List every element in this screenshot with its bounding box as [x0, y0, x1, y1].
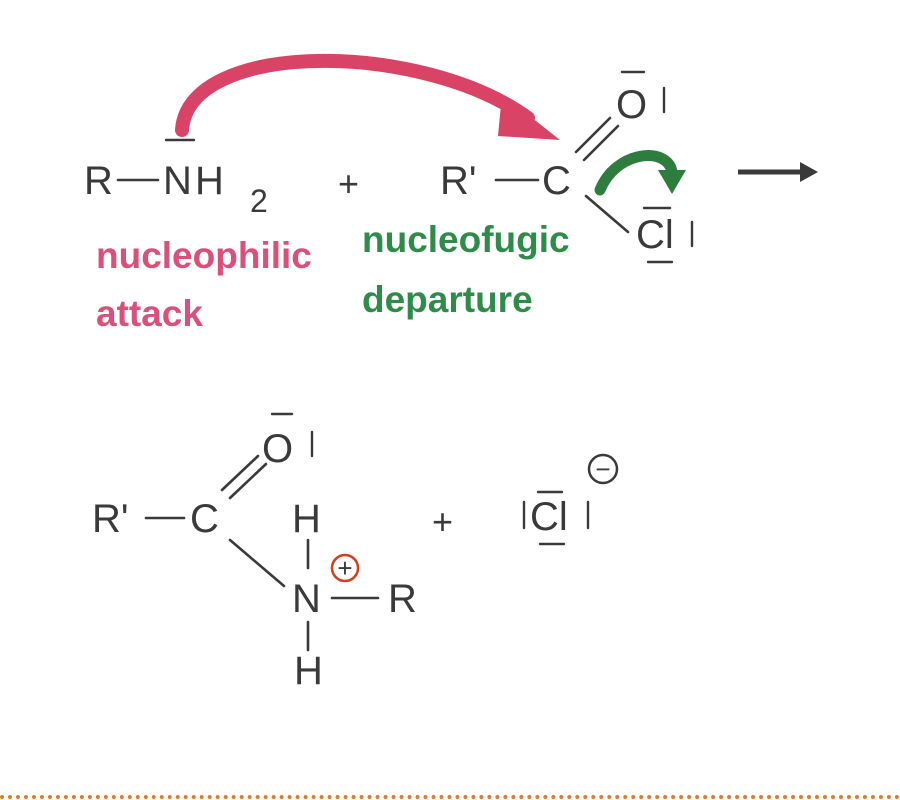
- acyl-c-atom: C: [542, 159, 571, 203]
- intermediate-n-atom: N: [292, 577, 321, 621]
- chloride-ion: Cl −: [522, 453, 619, 546]
- nucleophilic-attack-arrow: [175, 54, 560, 140]
- intermediate-r-prime-atom: R': [92, 497, 129, 541]
- dotted-separator: [0, 795, 900, 799]
- acyl-o-atom: O: [616, 83, 647, 127]
- intermediate-co-bond-1: [220, 454, 260, 492]
- acyl-cl-atom: Cl: [636, 213, 674, 257]
- negative-charge-circle: [587, 453, 619, 485]
- reactant-plus-sign: +: [338, 163, 359, 204]
- reaction-arrow-head: [800, 162, 818, 182]
- acyl-co-bond-1: [574, 116, 612, 154]
- acyl-chloride-molecule: R' C O Cl: [440, 70, 694, 264]
- intermediate-o-atom: O: [262, 427, 293, 471]
- negative-charge-symbol: −: [595, 454, 610, 484]
- intermediate-c-atom: C: [190, 497, 219, 541]
- amine-h-subscript: 2: [250, 183, 268, 219]
- acyl-r-prime-atom: R': [440, 159, 477, 203]
- chloride-cl-atom: Cl: [530, 495, 568, 539]
- positive-charge-circle: [330, 553, 360, 583]
- acyl-co-bond-2: [582, 124, 620, 162]
- amine-r-atom: R: [84, 159, 113, 203]
- nucleophilic-label-line1: nucleophilic: [96, 235, 312, 276]
- amine-h-atom: H: [195, 159, 224, 203]
- nucleofugic-departure-arrow: [594, 150, 686, 196]
- intermediate-c-n-bond: [228, 538, 286, 588]
- product-plus-sign: +: [432, 501, 453, 542]
- amine-n-atom: N: [163, 159, 192, 203]
- intermediate-h-bottom-atom: H: [294, 649, 323, 693]
- nucleofugic-label-line1: nucleofugic: [362, 219, 570, 260]
- intermediate-r-atom: R: [388, 577, 417, 621]
- acyl-c-cl-bond: [584, 194, 630, 234]
- positive-charge-symbol: +: [337, 553, 352, 583]
- intermediate-co-bond-2: [228, 462, 268, 500]
- nucleofugic-label-line2: departure: [362, 279, 533, 320]
- amine-molecule: R N H 2: [84, 138, 268, 219]
- intermediate-h-top-atom: H: [292, 497, 321, 541]
- tetrahedral-intermediate: R' C O N H H R +: [92, 412, 417, 693]
- nucleophilic-label-line2: attack: [96, 293, 203, 334]
